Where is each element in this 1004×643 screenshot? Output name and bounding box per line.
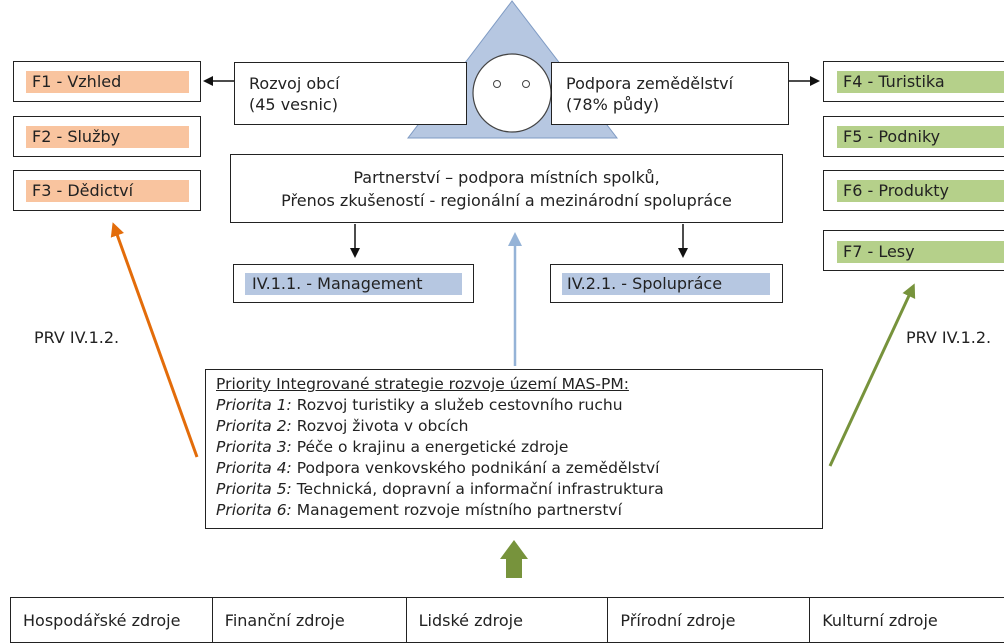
priority-label-1: Priorita 1: xyxy=(216,396,292,414)
priorities-heading: Priority Integrované strategie rozvoje ú… xyxy=(216,375,629,393)
priority-text-2: Rozvoj života v obcích xyxy=(291,417,469,435)
priority-text-1: Rozvoj turistiky a služeb cestovního ruc… xyxy=(291,396,623,414)
priority-item-6: Priorita 6: Management rozvoje místního … xyxy=(216,500,822,521)
priority-text-6: Management rozvoje místního partnerství xyxy=(291,501,622,519)
priority-item-4: Priorita 4: Podpora venkovského podnikán… xyxy=(216,458,822,479)
face-eye-right xyxy=(522,80,530,88)
box-f5: F5 - Podniky xyxy=(823,116,1004,157)
resource-hospodarske: Hospodářské zdroje xyxy=(11,598,213,642)
label-f2: F2 - Služby xyxy=(26,126,189,148)
priority-text-4: Podpora venkovského podnikání a zeměděls… xyxy=(291,459,660,477)
face-circle xyxy=(472,53,552,133)
priority-text-3: Péče o krajinu a energetické zdroje xyxy=(291,438,569,456)
resource-kulturni: Kulturní zdroje xyxy=(822,610,938,630)
priority-item-2: Priorita 2: Rozvoj života v obcích xyxy=(216,416,822,437)
resource-financni: Finanční zdroje xyxy=(213,598,407,642)
label-f6: F6 - Produkty xyxy=(837,180,1004,202)
box-partnerstvi: Partnerství – podpora místních spolků, P… xyxy=(230,154,783,223)
arrow-green xyxy=(828,283,916,467)
label-spoluprace: IV.2.1. - Spolupráce xyxy=(562,273,770,295)
label-f7: F7 - Lesy xyxy=(837,241,1004,263)
face-eye-left xyxy=(493,80,501,88)
resource-prirodni: Přírodní zdroje xyxy=(608,598,811,642)
label-f5: F5 - Podniky xyxy=(837,126,1004,148)
label-f3: F3 - Dědictví xyxy=(26,180,189,202)
rozvoj-line1: Rozvoj obcí xyxy=(249,74,340,93)
priority-label-4: Priorita 4: xyxy=(216,459,292,477)
priority-label-6: Priorita 6: xyxy=(216,501,292,519)
box-f3: F3 - Dědictví xyxy=(13,170,201,211)
box-priorities: Priority Integrované strategie rozvoje ú… xyxy=(205,369,823,529)
box-f1: F1 - Vzhled xyxy=(13,61,201,102)
partnerstvi-line1: Partnerství – podpora místních spolků, xyxy=(353,168,660,187)
rozvoj-line2: (45 vesnic) xyxy=(249,95,338,114)
box-f6: F6 - Produkty xyxy=(823,170,1004,211)
box-f7: F7 - Lesy xyxy=(823,230,1004,271)
box-f2: F2 - Služby xyxy=(13,116,201,157)
box-f4: F4 - Turistika xyxy=(823,61,1004,102)
podpora-line2: (78% půdy) xyxy=(566,95,660,114)
resources-row: Hospodářské zdroje Finanční zdroje Lidsk… xyxy=(10,597,1004,643)
box-podpora-zemedelstvi: Podpora zemědělství (78% půdy) xyxy=(551,62,789,125)
prv-label-right: PRV IV.1.2. xyxy=(906,328,992,347)
label-management: IV.1.1. - Management xyxy=(245,273,462,295)
resource-lidske: Lidské zdroje xyxy=(407,598,609,642)
prv-label-left: PRV IV.1.2. xyxy=(34,328,120,347)
label-f1: F1 - Vzhled xyxy=(26,71,189,93)
priority-item-3: Priorita 3: Péče o krajinu a energetické… xyxy=(216,437,822,458)
podpora-line1: Podpora zemědělství xyxy=(566,74,734,93)
priority-label-3: Priorita 3: xyxy=(216,438,292,456)
box-spoluprace: IV.2.1. - Spolupráce xyxy=(550,264,783,303)
partnerstvi-line2: Přenos zkušeností - regionální a mezinár… xyxy=(281,191,732,210)
arrow-orange xyxy=(110,222,199,458)
priority-label-5: Priorita 5: xyxy=(216,480,292,498)
arrow-green-up-thick xyxy=(500,540,528,578)
label-f4: F4 - Turistika xyxy=(837,71,1004,93)
priority-item-1: Priorita 1: Rozvoj turistiky a služeb ce… xyxy=(216,395,822,416)
priority-item-5: Priorita 5: Technická, dopravní a inform… xyxy=(216,479,822,500)
box-rozvoj-obci: Rozvoj obcí (45 vesnic) xyxy=(234,62,467,125)
priority-label-2: Priorita 2: xyxy=(216,417,292,435)
box-management: IV.1.1. - Management xyxy=(233,264,474,303)
priority-text-5: Technická, dopravní a informační infrast… xyxy=(291,480,664,498)
